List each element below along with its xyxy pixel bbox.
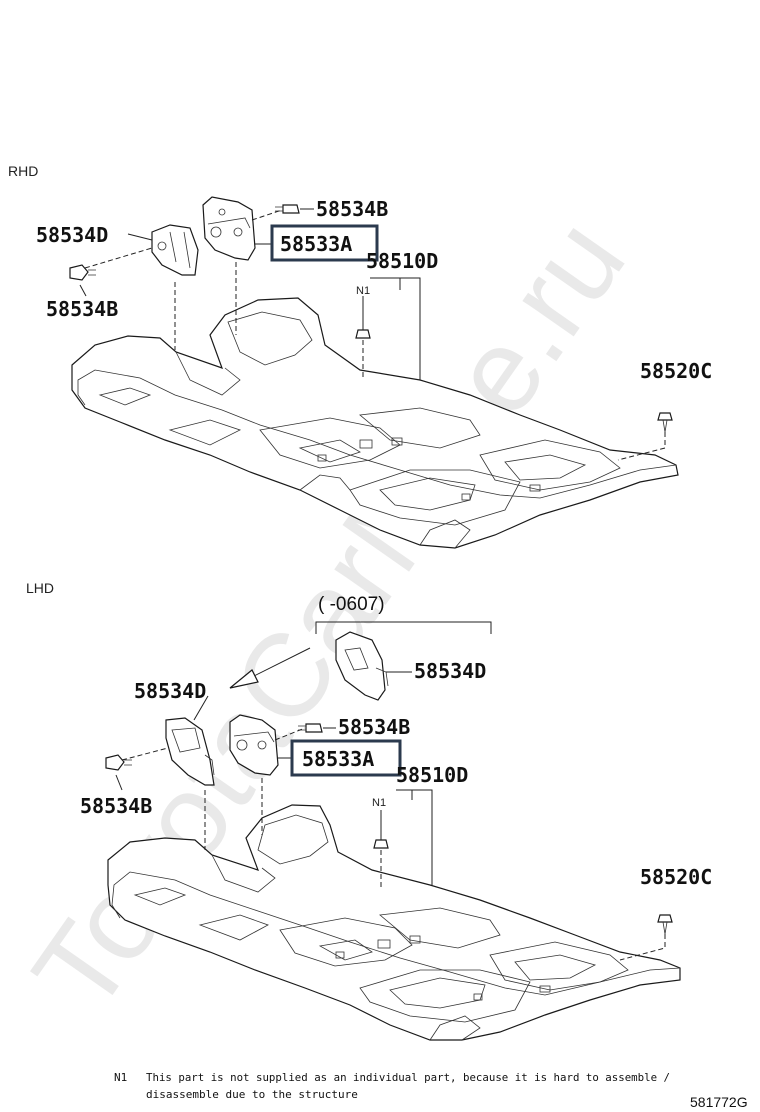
- footnote-line-1: This part is not supplied as an individu…: [146, 1071, 670, 1084]
- rhd-part-58534D[interactable]: [151, 224, 199, 276]
- rhd-bolt-58534B-left[interactable]: [69, 264, 96, 281]
- diagram-code: 581772G: [690, 1094, 748, 1110]
- lhd-part-58534D-range[interactable]: [335, 631, 389, 701]
- lhd-label-58510D: 58510D: [396, 763, 468, 787]
- lhd-part-58533A[interactable]: [229, 714, 279, 776]
- rhd-label-n1: N1: [356, 285, 370, 297]
- lhd-leader-58534B-left: [115, 774, 123, 791]
- lhd-label-58534B-top: 58534B: [338, 715, 410, 739]
- rhd-leader-58534B-left: [79, 284, 87, 297]
- rhd-assembly-line-58520C: [617, 432, 666, 461]
- lhd-assembly-line-58534B-top: [274, 727, 306, 741]
- rhd-leader-58534D: [127, 233, 153, 241]
- lhd-label-58534B-left: 58534B: [80, 794, 152, 818]
- lhd-assembly-line-58520C: [619, 934, 666, 961]
- lhd-leader-58534D: [193, 695, 209, 721]
- lhd-label-58520C: 58520C: [640, 865, 712, 889]
- rhd-label-58533A: 58533A: [280, 232, 352, 256]
- rhd-section: RHD: [8, 163, 712, 549]
- lhd-label-58534D: 58534D: [134, 679, 206, 703]
- lhd-clip-58520C[interactable]: [657, 914, 673, 935]
- lhd-section: LHD ( -0607): [26, 580, 712, 1041]
- rhd-label-58534D: 58534D: [36, 223, 108, 247]
- lhd-part-58534D[interactable]: [165, 717, 215, 786]
- rhd-highlight-box-58533A: [270, 224, 379, 262]
- lhd-label: LHD: [26, 580, 54, 596]
- rhd-label-58510D: 58510D: [366, 249, 438, 273]
- lhd-range-label: ( -0607): [318, 594, 385, 615]
- lhd-leader-58510D: [396, 789, 433, 885]
- rhd-label-58534B-top: 58534B: [316, 197, 388, 221]
- lhd-label-58534D-range: 58534D: [414, 659, 486, 683]
- lhd-bolt-58534B-left[interactable]: [105, 754, 132, 771]
- rhd-assembly-line-58534B-left: [84, 247, 153, 269]
- lhd-arrow-shaft: [249, 647, 311, 679]
- rhd-part-58533A[interactable]: [202, 196, 256, 261]
- rhd-leader-58510D: [370, 277, 421, 380]
- lhd-highlight-box-58533A: [290, 739, 402, 777]
- lhd-arrow-head: [229, 669, 259, 689]
- rhd-assembly-line-58534B-top: [251, 209, 283, 221]
- rhd-clip-n1[interactable]: [355, 329, 371, 339]
- rhd-label-58534B-left: 58534B: [46, 297, 118, 321]
- rhd-floor-carpet[interactable]: [71, 297, 679, 549]
- lhd-clip-n1[interactable]: [373, 839, 389, 849]
- rhd-clip-58520C[interactable]: [657, 412, 673, 433]
- lhd-label-n1: N1: [372, 797, 386, 809]
- lhd-range-bracket: [315, 621, 492, 634]
- footnote-line-2: disassemble due to the structure: [146, 1088, 358, 1101]
- lhd-floor-carpet[interactable]: [107, 804, 681, 1041]
- footnote-marker: N1: [114, 1071, 127, 1084]
- rhd-label: RHD: [8, 163, 38, 179]
- rhd-label-58520C: 58520C: [640, 359, 712, 383]
- lhd-label-58533A: 58533A: [302, 747, 374, 771]
- rhd-bolt-58534B-top[interactable]: [275, 204, 300, 214]
- footnote: N1 This part is not supplied as an indiv…: [114, 1071, 670, 1101]
